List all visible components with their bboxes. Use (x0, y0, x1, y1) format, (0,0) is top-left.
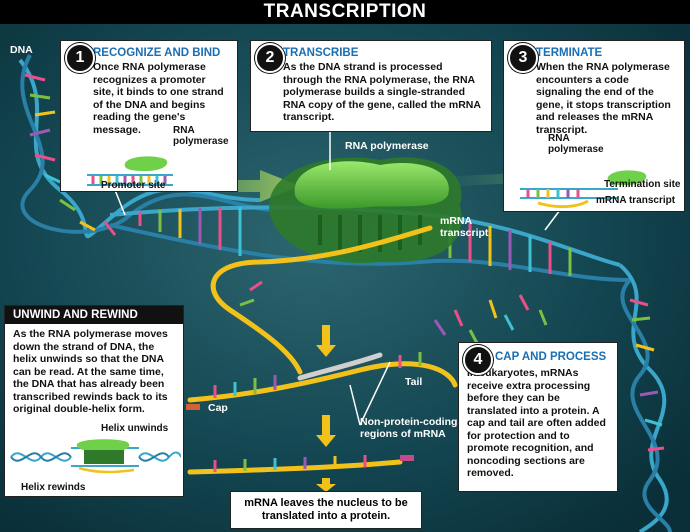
step-3-heading: TERMINATE (536, 47, 603, 59)
tail-marker (400, 455, 414, 461)
step-3-diagram (520, 170, 647, 209)
dna-rungs-left (24, 73, 117, 236)
step-3-termination-label: Termination site (604, 179, 681, 190)
step-1-polymerase-label: RNA polymerase (173, 125, 229, 147)
page-title: TRANSCRIPTION (0, 0, 690, 24)
cap-marker (186, 404, 200, 410)
step-3-box: 3 TERMINATE When the RNA polymerase enco… (503, 40, 685, 212)
step-1-number: 1 (65, 43, 95, 73)
step-3-polymerase-label: RNA polymerase (548, 133, 604, 155)
step-4-heading: CAP AND PROCESS (495, 351, 607, 363)
helix-rewinds-label: Helix rewinds (21, 482, 86, 493)
dna-label: DNA (10, 44, 33, 56)
step-1-promoter-label: Promoter site (101, 180, 166, 191)
step-4-number: 4 (463, 345, 493, 375)
tail-label: Tail (405, 376, 423, 388)
bottom-caption: mRNA leaves the nucleus to be translated… (230, 491, 422, 529)
unwind-body: As the RNA polymerase moves down the str… (13, 328, 168, 415)
unwind-box: UNWIND AND REWIND As the RNA polymerase … (4, 305, 184, 497)
mrna-bases (213, 280, 422, 472)
step-3-transcript-label: mRNA transcript (596, 195, 676, 206)
dna-rungs-center (138, 207, 572, 276)
dna-helix-right (618, 263, 672, 532)
step-2-body: As the DNA strand is processed through t… (283, 61, 481, 123)
noncoding-label: Non-protein-coding regions of mRNA (360, 416, 458, 440)
step-1-body: Once RNA polymerase recognizes a promote… (93, 61, 224, 136)
step-4-body: In eukaryotes, mRNAs receive extra proce… (467, 367, 606, 479)
helix-unwinds-label: Helix unwinds (101, 423, 169, 434)
rna-polymerase-label: RNA polymerase (345, 140, 429, 152)
step-1-box: 1 RECOGNIZE AND BIND Once RNA polymerase… (60, 40, 238, 192)
mrna-transcript-label: mRNA transcript (440, 215, 489, 239)
rna-polymerase-main (269, 157, 462, 264)
unwind-diagram (10, 439, 181, 474)
step-3-body: When the RNA polymerase encounters a cod… (536, 61, 671, 136)
step-1-heading: RECOGNIZE AND BIND (93, 47, 221, 59)
dna-rungs-right (629, 298, 665, 452)
cap-label: Cap (208, 402, 228, 414)
step-2-number: 2 (255, 43, 285, 73)
flow-arrows (316, 325, 336, 492)
step-2-heading: TRANSCRIBE (283, 47, 359, 59)
step-1-diagram (87, 156, 173, 186)
callout-pointers (114, 130, 561, 426)
step-3-number: 3 (508, 43, 538, 73)
step-2-box: 2 TRANSCRIBE As the DNA strand is proces… (250, 40, 492, 132)
unwind-heading: UNWIND AND REWIND (5, 306, 183, 324)
step-4-box: 4 CAP AND PROCESS In eukaryotes, mRNAs r… (458, 342, 618, 492)
